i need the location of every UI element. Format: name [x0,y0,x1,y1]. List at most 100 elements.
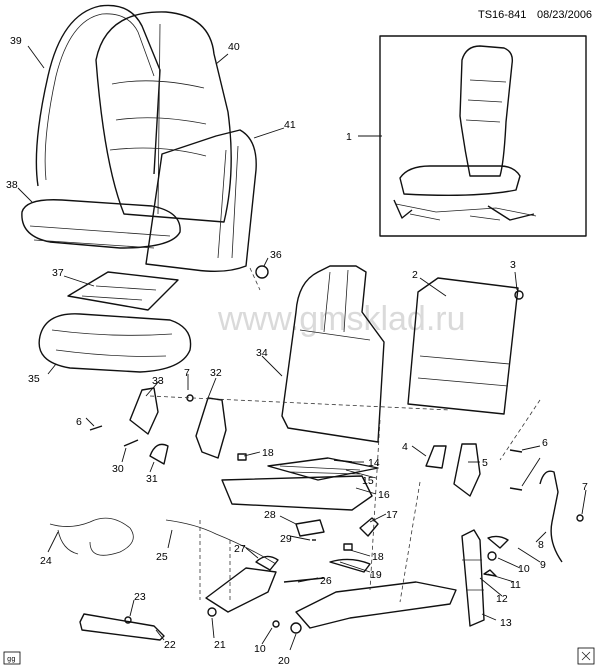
lever-19 [329,558,371,573]
callout-22: 22 [164,639,176,651]
callout-34: 34 [256,347,268,359]
seatback-pad-40 [95,11,232,223]
rail-cover-22 [79,613,165,641]
grommet-36 [255,265,269,279]
recliner-32 [195,397,227,459]
callout-36: 36 [270,249,282,261]
callout-40: 40 [228,41,240,53]
inset-frame [379,35,587,237]
lever-27 [255,555,279,571]
callout-18-top: 18 [262,447,274,459]
bezel-31 [149,443,169,465]
callout-37: 37 [52,267,64,279]
callout-38: 38 [6,179,18,191]
callout-33: 33 [152,375,164,387]
diagram-date: 08/23/2006 [537,9,592,21]
bolt-21 [207,607,217,617]
washer-11 [483,569,497,577]
nut-10a [487,551,497,561]
callout-8: 8 [538,539,544,551]
seatback-panel-2 [407,277,519,415]
harness-25 [165,519,277,565]
callout-29: 29 [280,533,292,545]
screw-3 [514,290,524,300]
callout-15: 15 [362,475,374,487]
suspension-15 [267,457,379,481]
leader-lines [17,45,587,651]
cushion-cover-35 [38,313,192,373]
callout-2: 2 [412,269,418,281]
screw-6a [89,425,103,431]
inset-complete-seat [379,35,587,237]
callout-39: 39 [10,35,22,47]
diagram-code: TS16-841 [478,9,526,21]
bracket-33 [129,387,159,435]
callout-numbers: 1 2 3 4 5 6 6 7 7 8 9 10 10 11 12 13 14 … [6,35,588,667]
callout-21: 21 [214,639,226,651]
seatback-frame-34 [281,265,385,443]
cover-9 [487,535,509,549]
nut-10b [272,620,280,628]
clip-23 [124,616,132,624]
seatback-trim-group [21,4,257,273]
callout-26: 26 [320,575,332,587]
callout-18-bottom: 18 [372,551,384,563]
callout-6-right: 6 [542,437,548,449]
inset-seatback [459,45,514,177]
callout-41: 41 [284,119,296,131]
corner-tag: gg [7,656,15,664]
callout-16: 16 [378,489,390,501]
cushion-frame-16 [221,475,373,511]
callout-31: 31 [146,473,158,485]
clip-18a [237,453,247,461]
callout-10-bottom: 10 [254,643,266,655]
bolt-20 [290,622,302,634]
screw-6b [509,449,523,453]
callout-27: 27 [234,543,246,555]
spring-14 [333,459,353,463]
cover-4 [425,445,447,469]
handle-17 [359,517,379,537]
buckle-8 [539,470,563,563]
actuator-28 [295,519,325,537]
callout-13: 13 [500,617,512,629]
spring-26 [283,577,325,583]
watermark: www.gmsklad.ru [217,300,466,338]
callout-7-left: 7 [184,367,190,379]
callout-4: 4 [402,441,408,453]
callout-14: 14 [368,457,380,469]
callout-24: 24 [40,555,52,567]
cushion-pad-38 [21,199,181,249]
track-21 [205,567,277,613]
callout-17: 17 [386,509,398,521]
seatback-rear-panel-41 [145,129,257,273]
bolt-7b [576,514,584,522]
recliner-5 [453,443,481,497]
track-20 [295,581,457,629]
callout-19: 19 [370,569,382,581]
callout-9: 9 [540,559,546,571]
callout-10-right: 10 [518,563,530,575]
callout-32: 32 [210,367,222,379]
corner-logo-box [577,647,595,665]
callout-20: 20 [278,655,290,667]
harness-24 [49,517,134,556]
corner-tag-box [3,651,21,665]
bolt-30 [123,439,139,447]
callout-30: 30 [112,463,124,475]
corner-logo-icon [581,651,591,661]
callout-6-left: 6 [76,416,82,428]
callout-1: 1 [346,131,352,143]
callout-35: 35 [28,373,40,385]
seatback-trim-39 [35,4,161,187]
callout-28: 28 [264,509,276,521]
callout-23: 23 [134,591,146,603]
callout-25: 25 [156,551,168,563]
callout-11: 11 [510,579,521,591]
screw-6c [509,487,523,491]
inset-cushion [399,165,521,197]
heater-pad-37 [67,271,179,311]
callout-5: 5 [482,457,488,469]
callout-12: 12 [496,593,508,605]
